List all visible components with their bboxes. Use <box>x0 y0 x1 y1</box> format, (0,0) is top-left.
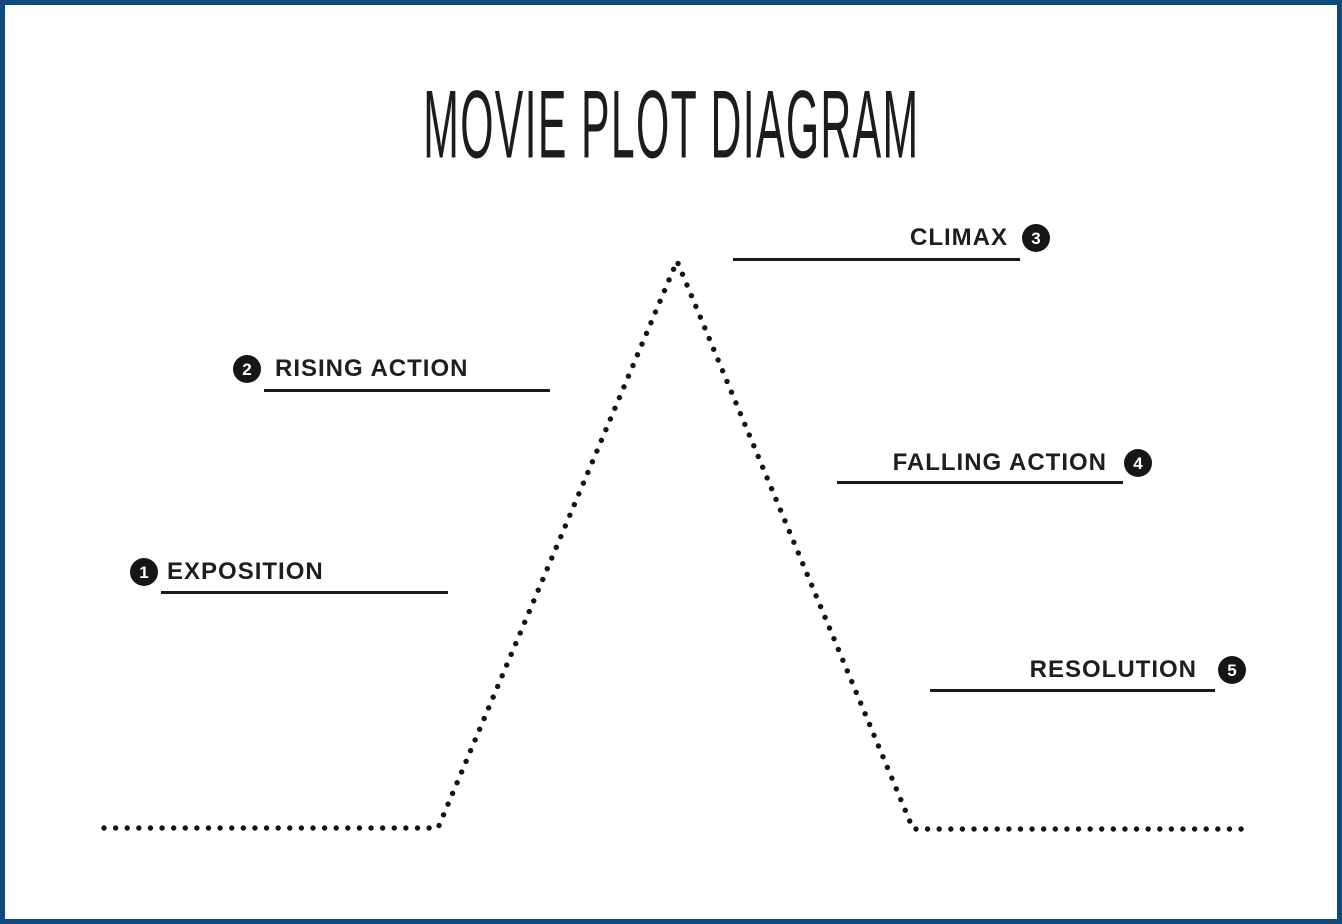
stage-label: FALLING ACTION <box>892 449 1107 476</box>
stage-label: RISING ACTION <box>275 355 469 382</box>
stage-number-badge: 1 <box>130 558 158 586</box>
stage-climax: 3 CLIMAX <box>733 224 1050 264</box>
stage-number: 5 <box>1227 660 1237 680</box>
stage-number-badge: 3 <box>1022 224 1050 252</box>
stage-falling-action: 4 FALLING ACTION <box>837 449 1152 489</box>
stage-number: 4 <box>1133 453 1143 473</box>
plot-curve-canvas <box>101 254 1245 832</box>
stage-rising-action: 2 RISING ACTION <box>233 355 550 395</box>
stage-number: 1 <box>139 562 149 582</box>
stage-number-badge: 5 <box>1218 656 1246 684</box>
stage-number: 2 <box>242 359 252 379</box>
stage-number-badge: 4 <box>1124 449 1152 477</box>
stage-underline <box>161 591 448 594</box>
stage-label: RESOLUTION <box>1029 656 1197 683</box>
stage-resolution: 5 RESOLUTION <box>930 656 1246 696</box>
stage-label: EXPOSITION <box>167 558 324 585</box>
stage-label: CLIMAX <box>910 224 1008 251</box>
stage-exposition: 1 EXPOSITION <box>130 558 450 598</box>
stage-underline <box>930 689 1215 692</box>
dotted-plot-line <box>101 254 1245 832</box>
stage-number-badge: 2 <box>233 355 261 383</box>
stage-underline <box>264 389 550 392</box>
stage-number: 3 <box>1031 228 1041 248</box>
stage-underline <box>733 258 1020 261</box>
stage-underline <box>837 481 1123 484</box>
